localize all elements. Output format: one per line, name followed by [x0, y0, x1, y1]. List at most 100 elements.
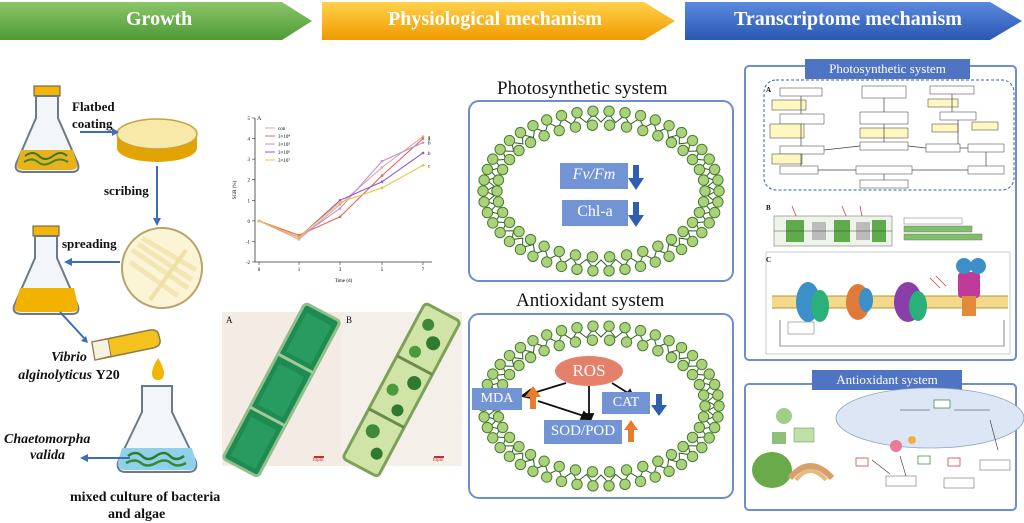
- y-tick-label: 4: [248, 138, 251, 143]
- lipid-head: [620, 121, 633, 133]
- lipid-head: [494, 441, 506, 454]
- lipid-head: [524, 136, 537, 149]
- trans-anti-title-box: [812, 370, 962, 390]
- microscopy-image-a: [222, 302, 342, 478]
- lipid-head: [665, 448, 678, 461]
- lipid-head: [696, 441, 708, 454]
- lipid-head: [553, 245, 565, 258]
- y-tick-label: -2: [246, 261, 251, 266]
- lipid-head: [503, 235, 516, 248]
- lipid-head: [541, 471, 553, 483]
- lipid-head: [481, 163, 494, 176]
- lipid-head: [555, 324, 568, 337]
- lipid-head: [619, 106, 631, 119]
- photosynthetic-panel-frame: [468, 100, 734, 282]
- lipid-head: [569, 336, 582, 348]
- growth-banner-title: Growth: [126, 8, 193, 30]
- chla-box: [562, 200, 628, 226]
- legend-label: 3×10⁴: [278, 134, 290, 140]
- lipid-head: [675, 458, 688, 471]
- y-tick-label: 2: [248, 179, 251, 184]
- data-point: [421, 141, 425, 144]
- significance-letter: b: [428, 152, 431, 157]
- lipid-head: [603, 320, 615, 332]
- cat-label: CAT: [612, 395, 640, 410]
- cell-membrane-ring: [477, 105, 725, 277]
- lipid-head: [686, 153, 699, 166]
- fvfm-box: [560, 163, 628, 189]
- x-tick-label: 3: [339, 268, 342, 273]
- lipid-head: [503, 134, 516, 147]
- lipid-head: [713, 400, 725, 412]
- lipid-head: [686, 368, 699, 381]
- lipid-head: [492, 174, 505, 186]
- lipid-head: [713, 185, 725, 197]
- y-tick-label: 3: [248, 158, 251, 163]
- lipid-head: [675, 243, 688, 256]
- data-point: [421, 135, 425, 138]
- lipid-head: [524, 351, 537, 364]
- petri-dish-icon: [116, 118, 198, 162]
- cell-membrane-ring: [477, 320, 725, 492]
- sodpod-box: [544, 420, 622, 444]
- alga-name-line1: Chaetomorpha: [4, 432, 91, 447]
- lipid-head: [696, 143, 708, 156]
- lipid-head: [492, 411, 505, 423]
- lipid-head: [637, 339, 649, 352]
- lipid-head: [478, 196, 490, 208]
- lipid-head: [603, 480, 615, 492]
- lipid-head: [686, 235, 699, 248]
- lipid-head: [652, 345, 664, 357]
- mixed-culture-line2: and algae: [108, 507, 166, 522]
- data-point: [338, 215, 342, 219]
- strain-species: Vibrio alginolyticus: [18, 350, 93, 383]
- lipid-head: [619, 478, 631, 491]
- lipid-head: [538, 455, 550, 467]
- lipid-head: [541, 329, 553, 341]
- lipid-head: [487, 217, 499, 229]
- transcriptome-banner-arrow: [685, 2, 1022, 40]
- transcriptome-banner-title: Transcriptome mechanism: [734, 8, 962, 30]
- lipid-head: [503, 450, 516, 463]
- data-point: [421, 137, 425, 140]
- trans-fig-a-label: A: [766, 86, 772, 94]
- lipid-head: [555, 109, 568, 122]
- data-point: [297, 236, 301, 239]
- lipid-head: [686, 216, 699, 229]
- lipid-head: [555, 260, 568, 273]
- legend-label: con: [278, 127, 286, 132]
- strain-code: Y20: [95, 368, 120, 383]
- lipid-head: [712, 174, 724, 186]
- lipid-head: [686, 450, 699, 463]
- data-point: [338, 201, 342, 204]
- lipid-head: [587, 320, 599, 332]
- lipid-head: [686, 431, 699, 444]
- arrow-connector: [153, 166, 161, 226]
- up-arrow-icon: [525, 386, 541, 409]
- lipid-head: [514, 341, 527, 354]
- flask-icon: [116, 385, 198, 473]
- down-arrow-icon: [628, 165, 644, 190]
- lipid-head: [619, 263, 631, 276]
- mda-box: [472, 388, 522, 410]
- antioxidant-system-title: Antioxidant system: [516, 290, 665, 311]
- lipid-head: [481, 206, 494, 219]
- lipid-head: [634, 324, 647, 337]
- lipid-head: [693, 421, 706, 434]
- lipid-head: [586, 251, 599, 263]
- ros-label: ROS: [572, 361, 606, 380]
- photosynthetic-system-title: Photosynthetic system: [497, 78, 668, 99]
- lipid-head: [571, 263, 583, 276]
- lipid-head: [649, 114, 661, 126]
- lipid-head: [665, 351, 678, 364]
- significance-letter: c: [428, 164, 431, 169]
- lipid-head: [571, 478, 583, 491]
- lipid-head: [620, 249, 633, 261]
- lipid-head: [538, 240, 550, 252]
- significance-letter: a: [428, 136, 431, 141]
- x-tick-label: 0: [258, 268, 261, 273]
- lipid-head: [697, 174, 710, 186]
- trans-fig-c-label: C: [766, 256, 772, 264]
- lipid-head: [686, 349, 699, 362]
